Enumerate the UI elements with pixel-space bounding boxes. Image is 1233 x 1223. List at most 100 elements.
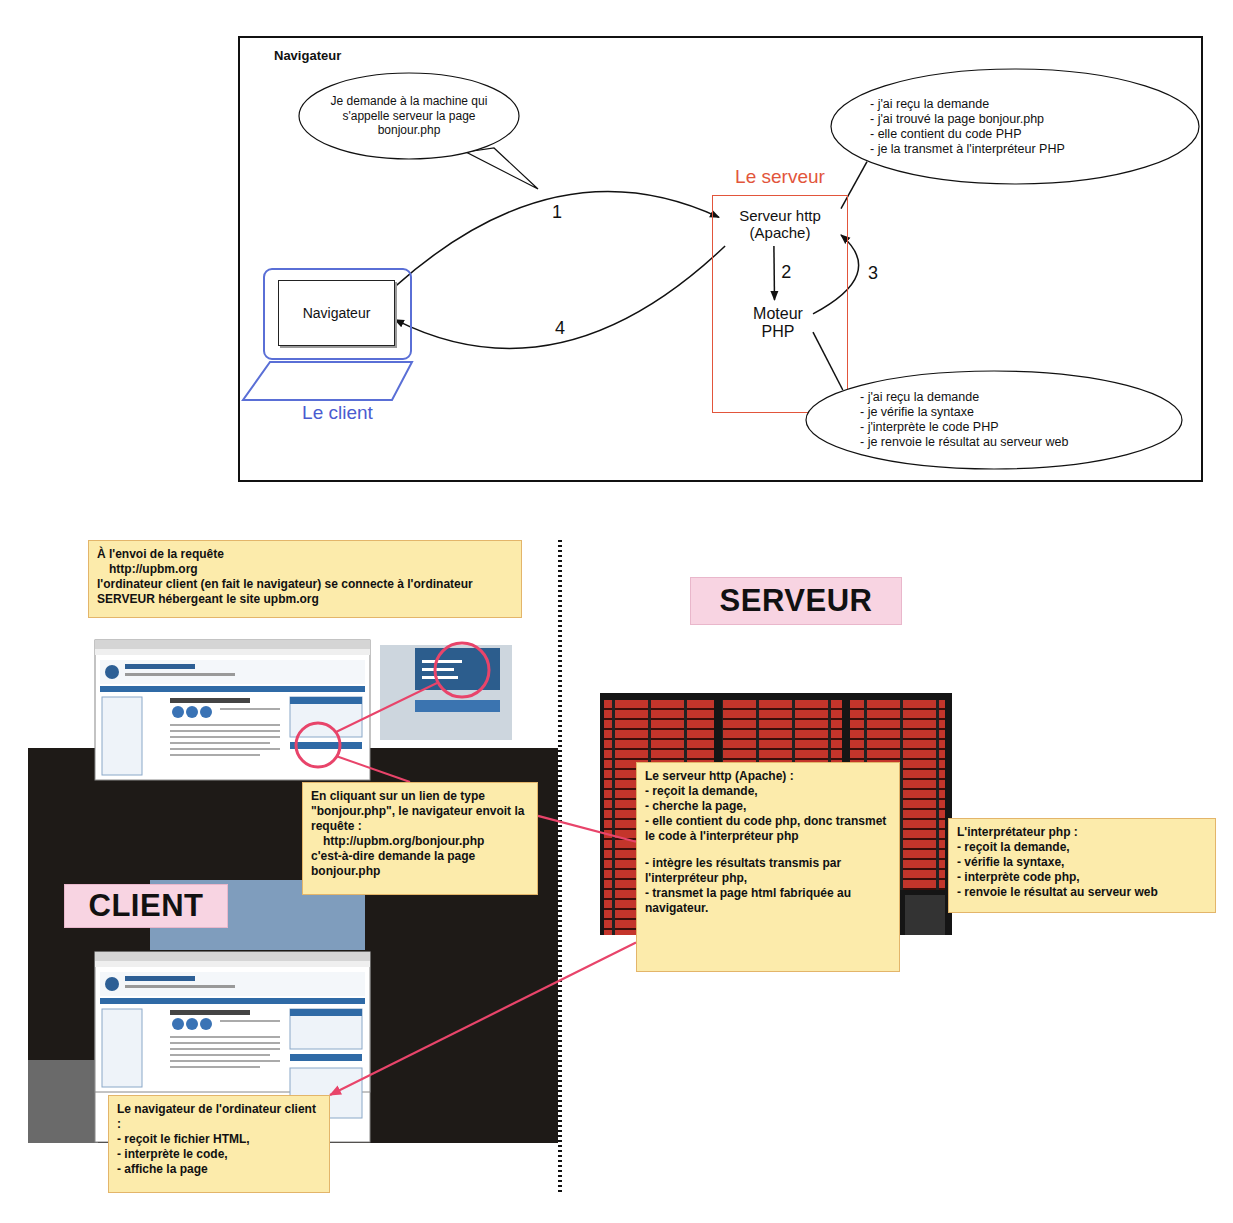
label-text: CLIENT: [89, 888, 204, 924]
note-box: En cliquant sur un lien de type "bonjour…: [302, 782, 538, 895]
label-text: - cherche la page,: [645, 799, 891, 814]
label-text: - reçoit le fichier HTML,: [117, 1132, 321, 1147]
label-text: À l'envoi de la requête: [97, 547, 513, 562]
text-group: - j'ai reçu la demande- je vérifie la sy…: [805, 370, 1183, 470]
bubble-shape: [831, 69, 1199, 184]
zoom-line: [422, 668, 454, 671]
speech-bubble: - j'ai reçu la demande- je vérifie la sy…: [805, 370, 1183, 470]
label-text: Navigateur: [303, 305, 371, 321]
note-box: L'interprétateur php :- reçoit la demand…: [948, 818, 1216, 913]
bubble-shape: [299, 73, 519, 159]
label-text: c'est-à-dire demande la page bonjour.php: [311, 849, 529, 879]
label-text: L'interprétateur php :: [957, 825, 1207, 840]
label-text: - intègre les résultats transmis par l'i…: [645, 856, 891, 886]
heading-label: Le client: [245, 402, 430, 424]
bubble-shape: [806, 371, 1182, 469]
label-text: - reçoit la demande,: [957, 840, 1207, 855]
connector-arrow: [813, 235, 859, 314]
label-text: - interprète le code,: [117, 1147, 321, 1162]
laptop-base: [243, 362, 412, 400]
browser-box: Navigateur: [278, 280, 395, 346]
highlight-circle: [296, 723, 340, 767]
text-group: Moteur PHP: [743, 300, 813, 346]
text-group: À l'envoi de la requêtehttp://upbm.orgl'…: [97, 547, 513, 607]
process-label: Moteur PHP: [743, 300, 813, 346]
title-tag: SERVEUR: [690, 577, 902, 625]
connector-arrow: [841, 162, 867, 209]
divider-line: [558, 540, 562, 1195]
label-text: En cliquant sur un lien de type "bonjour…: [311, 789, 529, 834]
label-text: Je demande à la machine qui s'appelle se…: [324, 94, 494, 137]
label-text: - je renvoie le résultat au serveur web: [860, 435, 1068, 450]
text-group: Navigateur: [240, 38, 1201, 63]
label-text: - elle contient du code PHP: [870, 127, 1021, 142]
callout-number: 3: [866, 264, 880, 284]
connector-arrow: [773, 246, 775, 300]
label-text: Le navigateur de l'ordinateur client :: [117, 1102, 321, 1132]
bubble-tail: [466, 148, 538, 189]
text-group: Le navigateur de l'ordinateur client :- …: [117, 1102, 321, 1177]
callout-number: 1: [550, 203, 564, 223]
heading-label: Le serveur: [693, 166, 867, 188]
label-text: - je vérifie la syntaxe: [860, 405, 974, 420]
connector-arrow: [395, 246, 725, 348]
text-group: - j'ai reçu la demande- j'ai trouvé la p…: [830, 68, 1200, 185]
connector-arrow: [538, 816, 636, 842]
client-screen: Le clientNavigateur: [263, 268, 412, 360]
note-box: À l'envoi de la requêtehttp://upbm.orgl'…: [88, 540, 522, 618]
text-group: Le serveur http (Apache) :- reçoit la de…: [645, 769, 891, 916]
label-text: SERVEUR: [720, 583, 873, 619]
label-text: http://upbm.org: [97, 562, 513, 577]
label-text: - j'interprète le code PHP: [860, 420, 999, 435]
label-text: - vérifie la syntaxe,: [957, 855, 1207, 870]
photo-background: [28, 748, 558, 1143]
label-text: Le serveur http (Apache) :: [645, 769, 891, 784]
note-box: Le serveur http (Apache) :- reçoit la de…: [636, 762, 900, 972]
server-box: Le serveurServeur http (Apache)Moteur PH…: [712, 195, 848, 413]
callout-number: 2: [779, 263, 793, 283]
label-text: - reçoit la demande,: [645, 784, 891, 799]
click-leader: [336, 756, 410, 782]
label-text: Navigateur: [274, 48, 1201, 63]
process-label: Serveur http (Apache): [719, 202, 841, 246]
label-text: - elle contient du code php, donc transm…: [645, 814, 891, 844]
connector-arrow: [813, 332, 843, 390]
label-text: - renvoie le résultat au serveur web: [957, 885, 1207, 900]
laptop-body: [28, 1060, 98, 1143]
label-text: - j'ai reçu la demande: [860, 390, 979, 405]
zoom-panel: [415, 648, 500, 690]
label-text: - transmet la page html fabriquée au nav…: [645, 886, 891, 916]
label-text: - j'ai trouvé la page bonjour.php: [870, 112, 1044, 127]
connector-arrow: [330, 943, 636, 1095]
text-group: CLIENT: [65, 885, 227, 927]
label-text: - interprète code php,: [957, 870, 1207, 885]
zoom-leader: [336, 683, 437, 732]
screenshot: [95, 640, 370, 780]
title-tag: CLIENT: [64, 884, 228, 928]
text-group: Navigateur: [279, 281, 394, 345]
callout-number: 4: [553, 319, 567, 339]
speech-bubble: Je demande à la machine qui s'appelle se…: [298, 72, 520, 160]
highlight-circle: [435, 643, 489, 697]
text-group: SERVEUR: [691, 578, 901, 624]
zoom-line: [422, 676, 458, 679]
text-group: Serveur http (Apache): [719, 202, 841, 246]
label-text: l'ordinateur client (en fait le navigate…: [97, 577, 513, 607]
note-box: Le navigateur de l'ordinateur client :- …: [108, 1095, 330, 1193]
label-text: Moteur PHP: [743, 305, 813, 342]
text-group: En cliquant sur un lien de type "bonjour…: [311, 789, 529, 879]
label-text: Serveur http (Apache): [719, 207, 841, 242]
text-group: Je demande à la machine qui s'appelle se…: [298, 72, 520, 160]
text-group: L'interprétateur php :- reçoit la demand…: [957, 825, 1207, 900]
label-text: - je la transmet à l'interpréteur PHP: [870, 142, 1065, 157]
connector-arrow: [395, 192, 719, 287]
zoom-bar: [415, 700, 500, 712]
label-text: - j'ai reçu la demande: [870, 97, 989, 112]
server-monitor: [905, 895, 945, 935]
label-text: http://upbm.org/bonjour.php: [311, 834, 529, 849]
speech-bubble: - j'ai reçu la demande- j'ai trouvé la p…: [830, 68, 1200, 185]
diagram-frame: Navigateur Je demande à la machine qui s'…: [238, 36, 1203, 482]
label-text: - affiche la page: [117, 1162, 321, 1177]
zoom-line: [422, 660, 462, 663]
